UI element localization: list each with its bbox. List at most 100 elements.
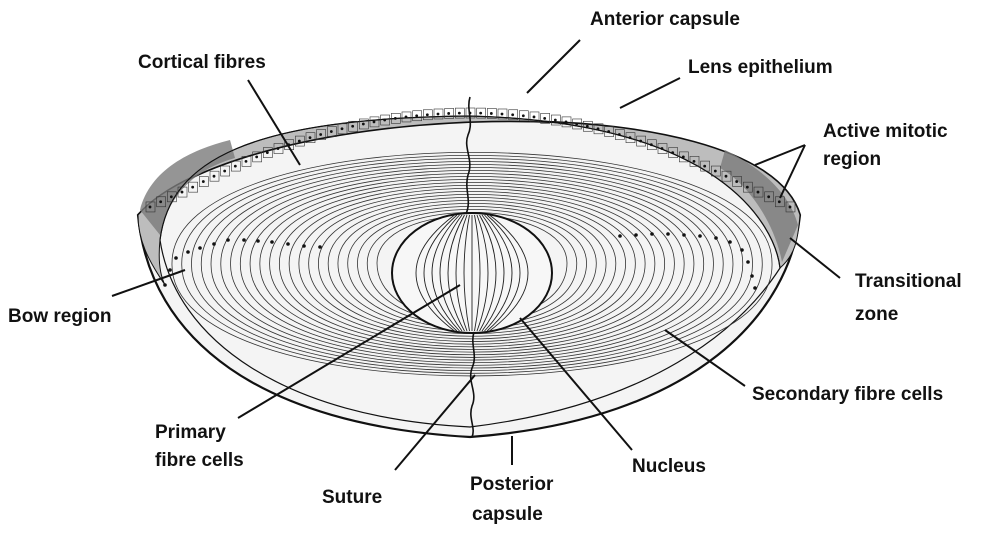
leader-anterior-capsule — [527, 40, 580, 93]
bow-nucleus-dot — [186, 250, 190, 254]
label-posterior-1: Posterior — [470, 474, 554, 495]
epithelial-cell-nucleus — [266, 151, 269, 154]
epithelial-cell-nucleus — [714, 170, 717, 173]
leader-lens-epithelium — [620, 78, 680, 108]
epithelial-cell-nucleus — [501, 113, 504, 116]
epithelial-cell-nucleus — [533, 116, 536, 119]
epithelial-cell-nucleus — [789, 206, 792, 209]
epithelial-cell-nucleus — [373, 120, 376, 123]
bow-nucleus-dot — [302, 244, 306, 248]
bow-nucleus-dot — [682, 233, 686, 237]
epithelial-cell-nucleus — [181, 191, 184, 194]
epithelial-cell-nucleus — [693, 160, 696, 163]
label-cortical-fibres: Cortical fibres — [138, 52, 266, 73]
bow-nucleus-dot — [634, 233, 638, 237]
bow-nucleus-dot — [698, 234, 702, 238]
epithelial-cell-nucleus — [223, 170, 226, 173]
epithelial-cell-nucleus — [607, 130, 610, 133]
bow-nucleus-dot — [212, 242, 216, 246]
bow-nucleus-dot — [728, 240, 732, 244]
epithelial-cell-nucleus — [245, 160, 248, 163]
bow-nucleus-dot — [163, 283, 167, 287]
epithelial-cell-nucleus — [661, 147, 664, 150]
label-bow-region: Bow region — [8, 306, 111, 327]
bow-nucleus-dot — [650, 232, 654, 236]
epithelial-cell-nucleus — [554, 119, 557, 122]
bow-nucleus-dot — [256, 239, 260, 243]
epithelial-cell-nucleus — [213, 175, 216, 178]
epithelial-cell-nucleus — [629, 136, 632, 139]
bow-nucleus-dot — [242, 238, 246, 242]
epithelial-cell-nucleus — [757, 191, 760, 194]
epithelial-cell-nucleus — [405, 116, 408, 119]
label-primary-1: Primary — [155, 422, 226, 443]
bow-nucleus-dot — [750, 274, 754, 278]
label-transitional-1: Transitional — [855, 271, 962, 292]
epithelial-cell-nucleus — [575, 123, 578, 126]
epithelial-cell-nucleus — [309, 136, 312, 139]
label-secondary-fibre-cells: Secondary fibre cells — [752, 384, 943, 405]
epithelial-cell-nucleus — [565, 120, 568, 123]
epithelial-cell-nucleus — [415, 114, 418, 117]
epithelial-cell-nucleus — [522, 114, 525, 117]
epithelial-cell-nucleus — [159, 200, 162, 203]
epithelial-cell-nucleus — [479, 112, 482, 115]
bow-nucleus-dot — [226, 238, 230, 242]
label-lens-epithelium: Lens epithelium — [688, 57, 833, 78]
epithelial-cell-nucleus — [319, 133, 322, 136]
epithelial-cell-nucleus — [746, 186, 749, 189]
epithelial-cell-nucleus — [437, 113, 440, 116]
epithelial-cell-nucleus — [671, 151, 674, 154]
epithelial-cell-nucleus — [447, 112, 450, 115]
bow-nucleus-dot — [174, 256, 178, 260]
epithelial-cell-nucleus — [490, 112, 493, 115]
epithelial-cell-nucleus — [725, 175, 728, 178]
epithelial-cell-nucleus — [330, 130, 333, 133]
bow-nucleus-dot — [198, 246, 202, 250]
label-anterior-capsule: Anterior capsule — [590, 9, 740, 30]
epithelial-cell-nucleus — [351, 125, 354, 128]
epithelial-cell-nucleus — [597, 127, 600, 130]
epithelial-cell-nucleus — [191, 186, 194, 189]
label-posterior-2: capsule — [472, 504, 543, 525]
bow-nucleus-dot — [753, 286, 757, 290]
epithelial-cell-nucleus — [543, 117, 546, 120]
epithelial-cell-nucleus — [394, 117, 397, 120]
epithelial-cell-nucleus — [650, 143, 653, 146]
label-nucleus: Nucleus — [632, 456, 706, 477]
bow-nucleus-dot — [270, 240, 274, 244]
bow-nucleus-dot — [318, 245, 322, 249]
epithelial-cell-nucleus — [778, 200, 781, 203]
epithelial-cell-nucleus — [511, 113, 514, 116]
epithelial-cell-nucleus — [639, 140, 642, 143]
epithelial-cell-nucleus — [170, 195, 173, 198]
bow-nucleus-dot — [740, 248, 744, 252]
epithelial-cell-nucleus — [362, 123, 365, 126]
label-primary-2: fibre cells — [155, 450, 244, 471]
label-transitional-2: zone — [855, 304, 898, 325]
epithelial-cell-nucleus — [458, 112, 461, 115]
leader-transitional — [790, 238, 840, 278]
epithelial-cell-nucleus — [202, 180, 205, 183]
nucleus — [392, 213, 552, 333]
bow-nucleus-dot — [618, 234, 622, 238]
bow-nucleus-dot — [666, 232, 670, 236]
bow-nucleus-dot — [714, 236, 718, 240]
bow-nucleus-dot — [286, 242, 290, 246]
epithelial-cell-nucleus — [255, 155, 258, 158]
epithelial-cell-nucleus — [426, 113, 429, 116]
epithelial-cell-nucleus — [298, 140, 301, 143]
label-suture: Suture — [322, 487, 382, 508]
epithelial-cell-nucleus — [383, 119, 386, 122]
epithelial-cell-nucleus — [703, 165, 706, 168]
epithelial-cell-nucleus — [618, 133, 621, 136]
epithelial-cell-nucleus — [735, 180, 738, 183]
label-active-mitotic-1: Active mitotic — [823, 121, 948, 142]
epithelial-cell-nucleus — [341, 127, 344, 130]
epithelial-cell-nucleus — [277, 147, 280, 150]
label-active-mitotic-2: region — [823, 149, 881, 170]
epithelial-cell-nucleus — [767, 195, 770, 198]
epithelial-cell-nucleus — [682, 155, 685, 158]
epithelial-cell-nucleus — [586, 125, 589, 128]
